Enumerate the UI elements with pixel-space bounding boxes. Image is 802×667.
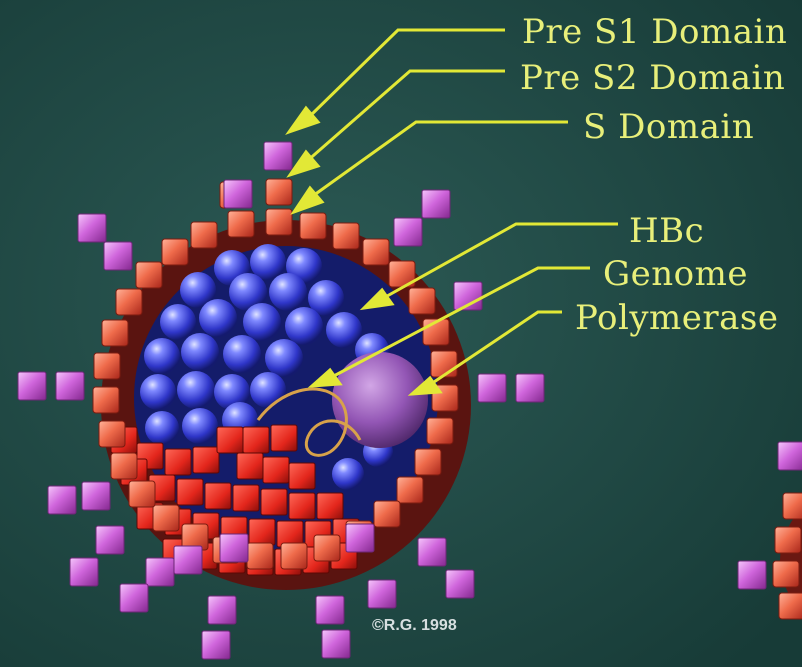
label-hbc: HBc	[629, 211, 704, 251]
polymerase-blob	[332, 352, 428, 448]
label-pre-s1-domain: Pre S1 Domain	[522, 12, 787, 52]
label-s-domain: S Domain	[583, 107, 754, 147]
label-pre-s2-domain: Pre S2 Domain	[520, 58, 785, 98]
label-polymerase: Polymerase	[575, 298, 779, 338]
label-genome: Genome	[603, 254, 748, 294]
copyright-watermark: ©R.G. 1998	[372, 617, 457, 634]
